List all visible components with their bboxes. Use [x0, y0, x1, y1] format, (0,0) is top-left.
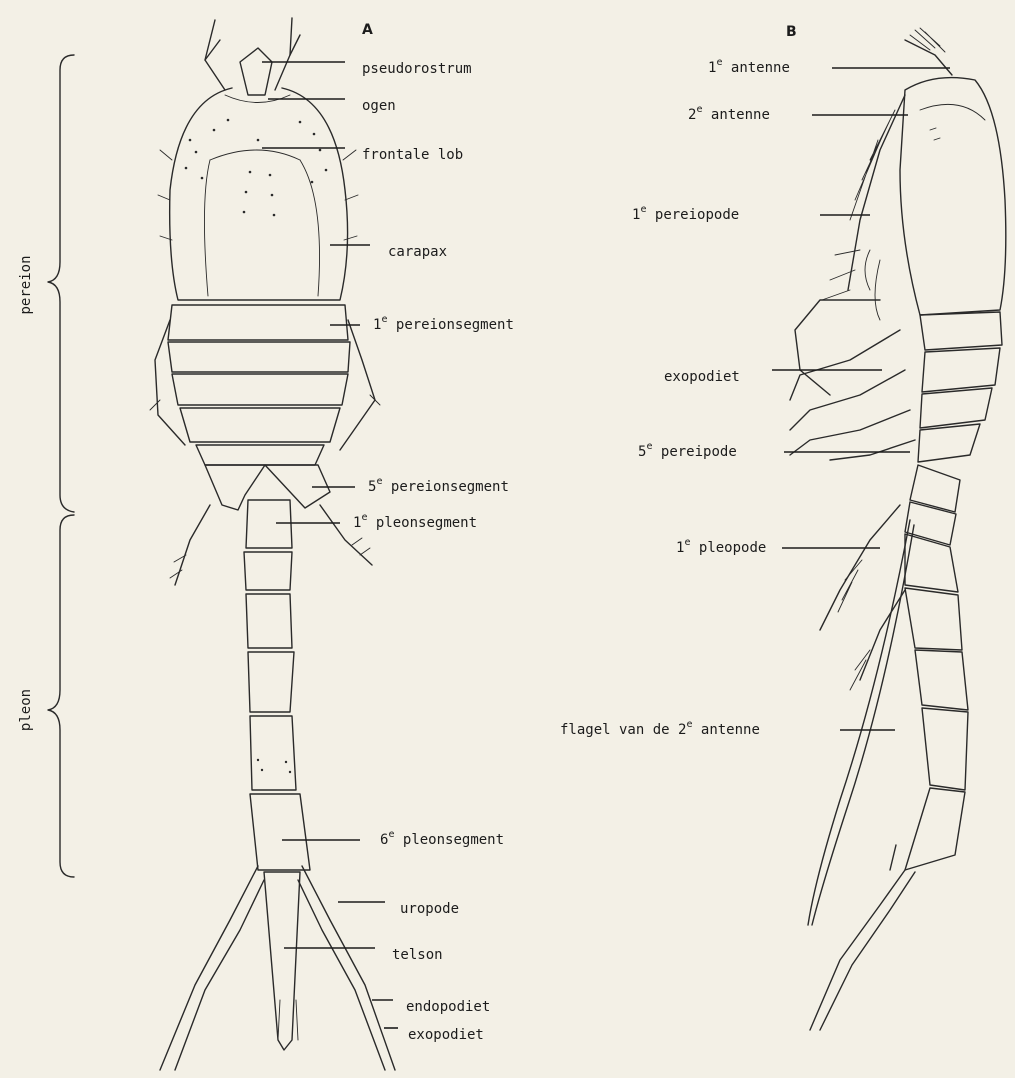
figure-a-dorsal-view [150, 18, 395, 1070]
label-2e-antenne: 2e antenne [688, 104, 770, 123]
label-6e-pleonsegment: 6e pleonsegment [380, 829, 504, 848]
leader-lines-b [772, 68, 950, 730]
label-5e-pereipode: 5e pereipode [638, 441, 737, 460]
leader-lines-a [262, 62, 398, 1028]
label-exopodiet-b: exopodiet [664, 369, 740, 385]
pereion-brace [48, 55, 74, 512]
pleon-label: pleon [18, 689, 34, 731]
panel-label-a: A [362, 22, 373, 38]
pleon-brace [48, 515, 74, 877]
label-1e-pleonsegment: 1e pleonsegment [353, 512, 477, 531]
label-endopodiet: endopodiet [406, 999, 490, 1015]
label-ogen: ogen [362, 98, 396, 114]
label-pseudorostrum: pseudorostrum [362, 61, 472, 77]
label-uropode: uropode [400, 901, 459, 917]
label-1e-pereiopode: 1e pereiopode [632, 204, 739, 223]
label-flagel-van-de-2e-antenne: flagel van de 2e antenne [560, 719, 760, 738]
panel-label-b: B [786, 24, 797, 40]
label-1e-pereionsegment: 1e pereionsegment [373, 314, 514, 333]
label-frontale-lob: frontale lob [362, 147, 463, 163]
label-carapax: carapax [388, 244, 447, 260]
label-1e-antenne: 1e antenne [708, 57, 790, 76]
label-exopodiet-a: exopodiet [408, 1027, 484, 1043]
label-telson: telson [392, 947, 443, 963]
pereion-label: pereion [18, 255, 34, 314]
figure-b-lateral-view [790, 28, 1006, 1030]
label-5e-pereionsegment: 5e pereionsegment [368, 476, 509, 495]
label-1e-pleopode: 1e pleopode [676, 537, 766, 556]
